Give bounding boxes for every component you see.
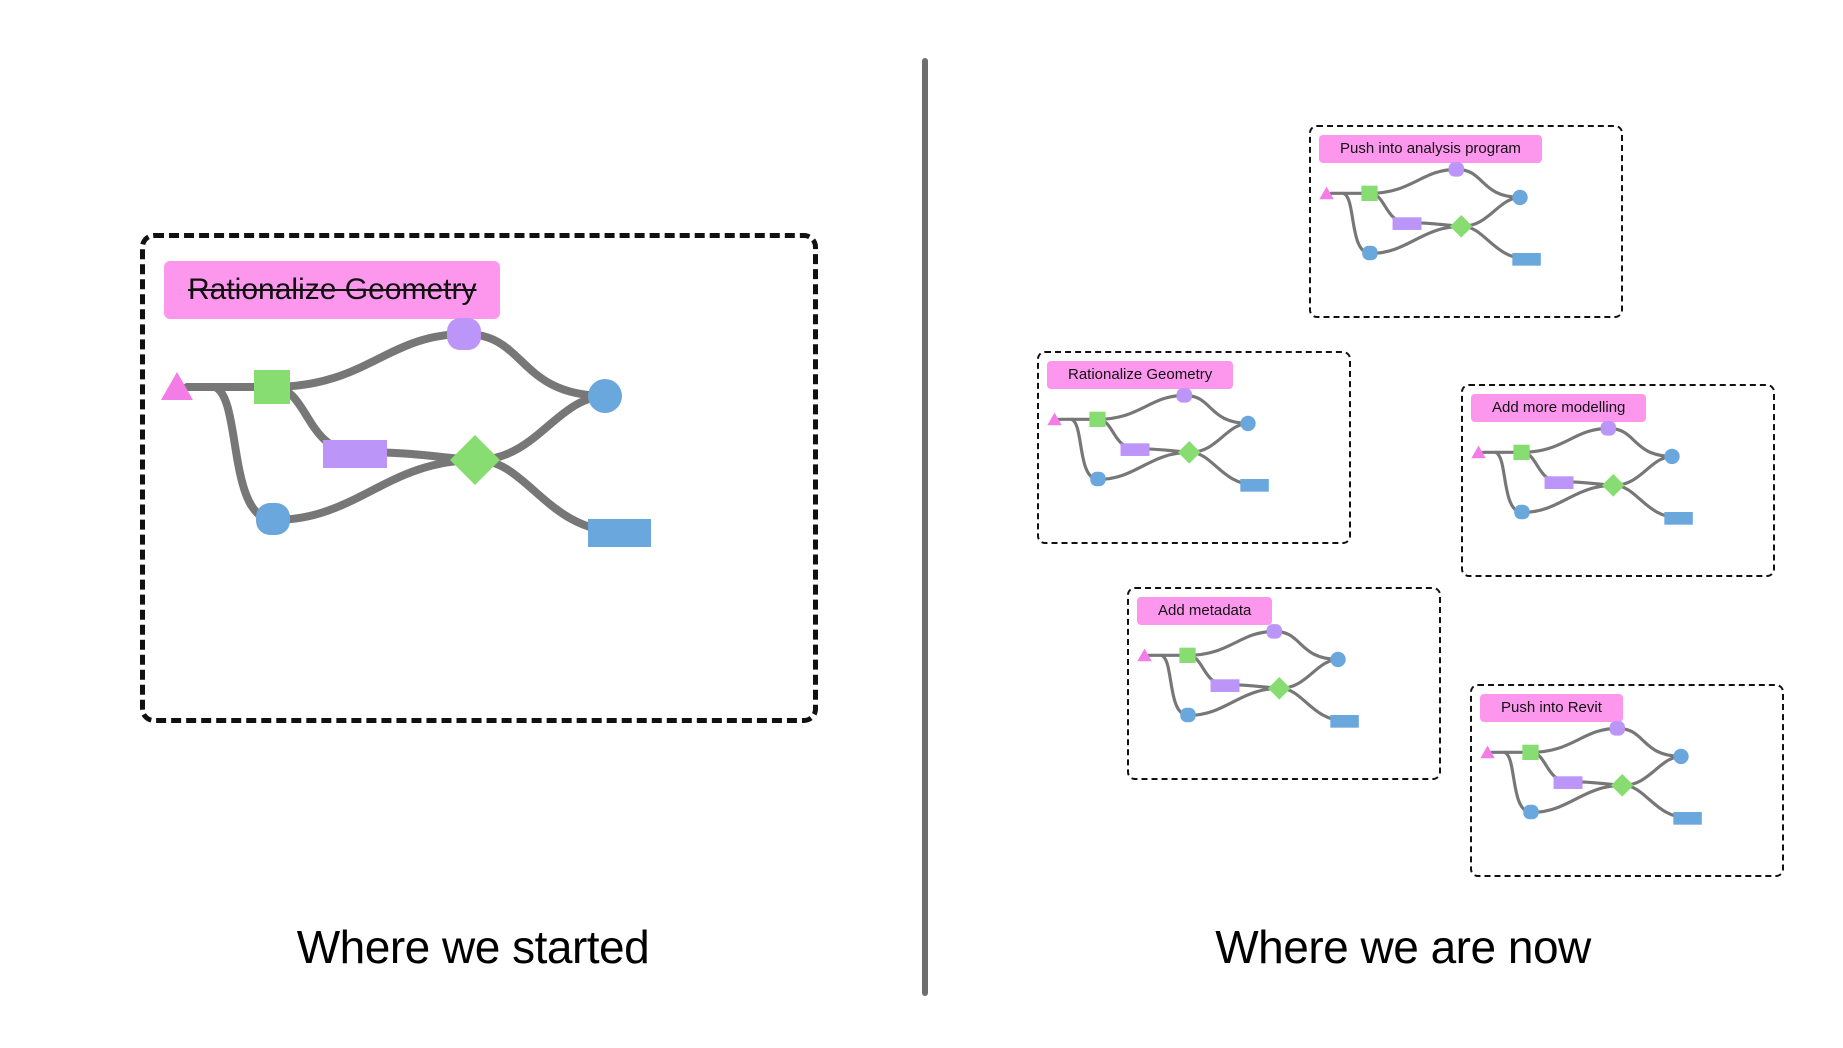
panel-divider	[922, 58, 928, 996]
wire-connector	[1455, 167, 1523, 199]
graph-box-rationalize[interactable]: Rationalize Geometry	[1037, 351, 1351, 544]
triangle-icon	[1137, 648, 1152, 662]
wire-connector	[1607, 426, 1675, 458]
purple-pill-icon	[1600, 421, 1616, 436]
node-graph	[161, 318, 651, 547]
purple-pill-icon	[447, 318, 481, 350]
wire-connector	[1095, 393, 1187, 421]
wire-connector	[1368, 224, 1464, 256]
blue-pill-icon	[256, 503, 290, 535]
blue-pill-icon	[1362, 245, 1378, 261]
graph-label: Push into Revit	[1480, 694, 1623, 722]
square-icon	[254, 370, 290, 404]
triangle-icon	[1047, 412, 1062, 426]
wire-connector	[1503, 750, 1533, 815]
square-icon	[1089, 411, 1106, 428]
node-graph	[1137, 624, 1359, 728]
wire-connector	[1621, 754, 1684, 787]
wire-connector	[1616, 726, 1684, 758]
wire-connector	[1520, 483, 1616, 515]
caption-started: Where we started	[296, 921, 650, 973]
node-graph	[1047, 388, 1269, 492]
wire-connector	[1070, 417, 1100, 482]
graph-label: Add metadata	[1137, 597, 1273, 625]
square-icon	[1522, 744, 1539, 761]
square-icon	[1179, 647, 1196, 664]
graph-box-metadata[interactable]: Add metadata	[1127, 587, 1441, 780]
blue-rect-icon	[1664, 512, 1693, 525]
wire-connector	[1273, 629, 1341, 661]
wire-connector	[270, 456, 481, 524]
blue-circle-icon	[588, 379, 622, 413]
blue-rect-icon	[1512, 253, 1541, 266]
graph-label: Add more modelling	[1471, 394, 1647, 422]
wire-connector	[1612, 454, 1675, 487]
blue-rect-icon	[1240, 479, 1269, 492]
blue-circle-icon	[1330, 651, 1346, 668]
triangle-icon	[1471, 445, 1486, 459]
blue-circle-icon	[1673, 748, 1689, 765]
diamond-icon	[1267, 677, 1291, 700]
blue-rect-icon	[1330, 715, 1359, 728]
wire-connector	[1519, 426, 1611, 454]
graph-label: Rationalize Geometry	[164, 261, 501, 319]
blue-pill-icon	[1514, 504, 1530, 520]
purple-rect-icon	[1210, 679, 1240, 692]
purple-rect-icon	[1553, 776, 1583, 789]
diamond-icon	[1601, 474, 1625, 497]
wire-connector	[1342, 191, 1372, 256]
purple-pill-icon	[1176, 388, 1192, 403]
diamond-icon	[1449, 215, 1473, 238]
blue-rect-icon	[1673, 812, 1702, 825]
purple-rect-icon	[1544, 476, 1574, 489]
square-icon	[1361, 185, 1378, 202]
graph-label: Push into analysis program	[1319, 135, 1542, 163]
graph-box-modelling[interactable]: Add more modelling	[1461, 384, 1775, 577]
graph-box-started[interactable]: Rationalize Geometry	[140, 233, 818, 723]
blue-circle-icon	[1664, 448, 1680, 465]
wire-connector	[1186, 686, 1282, 718]
purple-rect-icon	[1392, 217, 1422, 230]
graph-box-analysis[interactable]: Push into analysis program	[1309, 125, 1623, 318]
triangle-icon	[1319, 186, 1334, 200]
wire-connector	[1160, 653, 1190, 718]
wire-connector	[1096, 450, 1192, 482]
purple-rect-icon	[1120, 443, 1150, 456]
purple-pill-icon	[1609, 721, 1625, 736]
wire-connector	[1188, 421, 1251, 454]
wire-connector	[1528, 726, 1620, 754]
square-icon	[1513, 444, 1530, 461]
wire-connector	[1278, 657, 1341, 690]
diamond-icon	[1177, 441, 1201, 464]
node-graph	[1471, 421, 1693, 525]
blue-circle-icon	[1240, 415, 1256, 432]
wire-connector	[1494, 450, 1524, 515]
graph-box-revit[interactable]: Push into Revit	[1470, 684, 1784, 877]
caption-now: Where we are now	[1215, 921, 1591, 973]
diamond-icon	[450, 435, 500, 485]
wire-connector	[473, 392, 611, 464]
node-graph	[1480, 721, 1702, 825]
wire-connector	[1529, 783, 1625, 815]
blue-rect-icon	[588, 519, 651, 547]
blue-pill-icon	[1090, 471, 1106, 487]
wire-connector	[1367, 167, 1459, 195]
purple-pill-icon	[1448, 162, 1464, 177]
wire-connector	[211, 383, 278, 524]
diamond-icon	[1610, 774, 1634, 797]
wire-connector	[1460, 195, 1523, 228]
wire-connector	[268, 330, 469, 391]
purple-rect-icon	[323, 440, 387, 468]
wire-connector	[461, 330, 611, 400]
graph-label: Rationalize Geometry	[1047, 361, 1234, 389]
blue-pill-icon	[1523, 804, 1539, 820]
wire-connector	[1185, 629, 1277, 657]
blue-circle-icon	[1512, 189, 1528, 206]
triangle-icon	[161, 372, 193, 400]
wire-connector	[1183, 393, 1251, 425]
triangle-icon	[1480, 745, 1495, 759]
purple-pill-icon	[1266, 624, 1282, 639]
node-graph	[1319, 162, 1541, 266]
blue-pill-icon	[1180, 707, 1196, 723]
